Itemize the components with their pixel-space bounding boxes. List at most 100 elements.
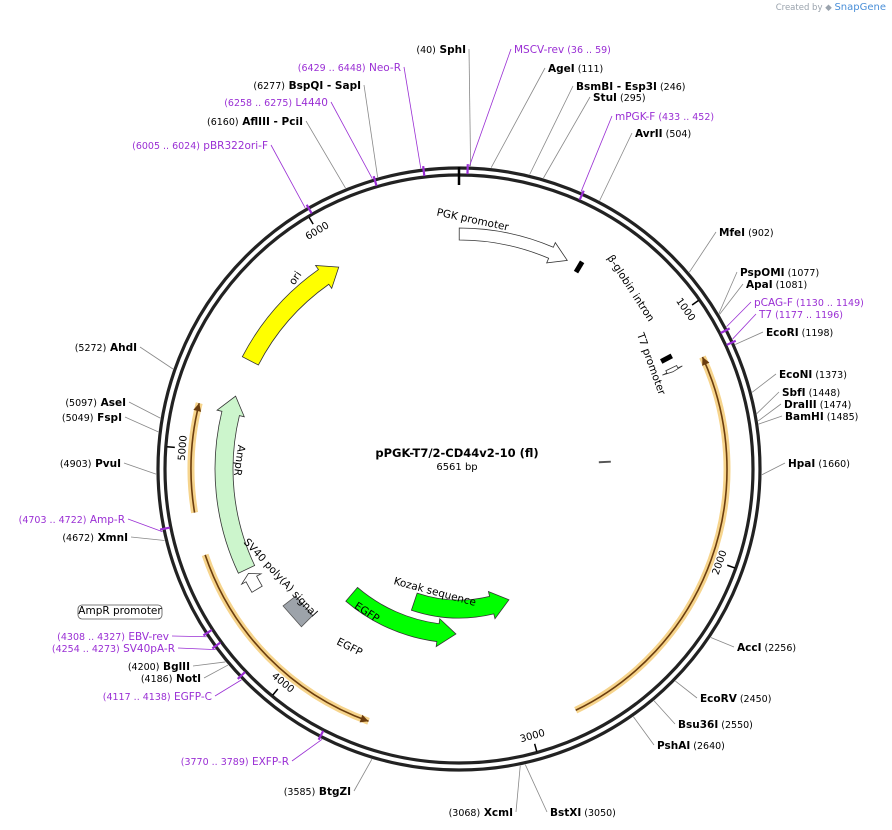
site-label-part: - SapI xyxy=(323,80,361,92)
site-label-31: (4672) XmnI xyxy=(62,532,128,544)
site-label-part: XcmI xyxy=(480,807,513,819)
orange-arc-line-0 xyxy=(575,356,728,711)
site-label-part: EcoNI xyxy=(779,369,812,381)
feature-promoter-0 xyxy=(458,227,568,264)
site-label-part: pCAG-F xyxy=(754,297,793,309)
site-label-part: MSCV-rev xyxy=(514,44,564,56)
site-leader-11 xyxy=(732,313,757,340)
tick-mark-3000 xyxy=(533,743,538,752)
intron-block-0 xyxy=(573,260,585,274)
site-label-40: (6277) BspQI - SapI xyxy=(253,80,361,92)
site-leader-25 xyxy=(291,738,323,762)
site-leader-12 xyxy=(735,331,764,345)
site-leader-22 xyxy=(524,764,548,813)
site-label-29: (4254 .. 4273) SV40pA-R xyxy=(52,643,175,655)
site-leader-39 xyxy=(330,101,373,179)
tick-mark-2000 xyxy=(726,564,736,569)
feature-cds-4 xyxy=(410,590,510,620)
site-label-part: AflIII xyxy=(239,116,270,128)
orange-arc-line-2 xyxy=(190,402,200,513)
site-label-part: (2450) xyxy=(737,694,772,705)
site-label-11: T7 (1177 .. 1196) xyxy=(758,309,843,321)
site-leader-14 xyxy=(756,391,780,414)
primer-mark-2 xyxy=(720,327,731,334)
tick-label-6000: 6000 xyxy=(304,220,331,242)
site-label-part: BspQI xyxy=(285,80,323,92)
site-label-part: (40) xyxy=(416,45,436,56)
site-label-part: (2256) xyxy=(761,643,796,654)
orange-arc-arrowhead-2 xyxy=(193,403,202,412)
site-label-part: (5272) xyxy=(75,343,107,354)
orange-arc-arrowhead-0 xyxy=(702,356,710,366)
credit-brand: SnapGene xyxy=(834,2,886,13)
site-label-part: EGFP-C xyxy=(171,691,212,703)
site-label-part: (3050) xyxy=(581,808,616,819)
site-label-part: MfeI xyxy=(719,227,745,239)
site-label-part: ApaI xyxy=(746,279,773,291)
site-label-part: (2640) xyxy=(690,741,725,752)
site-leader-34 xyxy=(124,416,159,433)
site-label-part: SbfI xyxy=(782,387,806,399)
primer-mark-5 xyxy=(236,671,246,680)
site-leader-6 xyxy=(599,132,633,201)
site-label-part: EcoRI xyxy=(766,327,799,339)
tick-label-3000: 3000 xyxy=(519,728,546,745)
site-label-part: AvrII xyxy=(635,128,663,140)
site-label-part: (295) xyxy=(617,93,646,104)
site-label-part: (4703 .. 4722) xyxy=(19,515,87,526)
site-leader-30 xyxy=(171,635,207,638)
orange-arc-line-1 xyxy=(204,554,369,723)
site-label-22: BstXI (3050) xyxy=(550,807,616,819)
site-leader-31 xyxy=(130,536,165,541)
site-leader-1 xyxy=(469,48,512,167)
site-label-10: pCAG-F (1130 .. 1149) xyxy=(754,297,864,309)
site-label-28: (4200) BglII xyxy=(128,661,190,673)
site-label-2: AgeI (111) xyxy=(548,63,603,75)
polyA-box xyxy=(282,595,314,628)
primer-mark-11 xyxy=(422,165,426,177)
site-label-0: (40) SphI xyxy=(416,44,466,56)
primer-mark-6 xyxy=(211,641,222,650)
site-label-37: (6005 .. 6024) pBR322ori-F xyxy=(132,140,268,152)
site-label-part: (3585) xyxy=(284,787,316,798)
site-label-part: EcoRV xyxy=(700,693,738,705)
site-leader-13 xyxy=(751,373,777,393)
feature-label-5: EGFP xyxy=(335,636,365,659)
site-label-part: L4440 xyxy=(292,97,328,109)
site-label-25: (3770 .. 3789) EXFP-R xyxy=(181,756,289,768)
site-label-part: EBV-rev xyxy=(125,631,169,643)
primer-mark-4 xyxy=(317,730,325,741)
site-label-36: (5272) AhdI xyxy=(75,342,137,354)
site-label-34: (5049) FspI xyxy=(62,412,122,424)
site-label-part: BstXI xyxy=(550,807,581,819)
site-leader-8 xyxy=(718,271,738,314)
kozak-mark xyxy=(598,460,611,464)
site-label-19: EcoRV (2450) xyxy=(700,693,771,705)
site-leader-7 xyxy=(689,231,717,273)
site-label-part: AhdI xyxy=(106,342,137,354)
plasmid-backbone xyxy=(156,166,762,772)
site-label-part: (1081) xyxy=(773,280,808,291)
site-leader-15 xyxy=(757,403,782,422)
site-label-part: AgeI xyxy=(548,63,575,75)
site-label-part: mPGK-F xyxy=(615,111,655,123)
site-leader-40 xyxy=(363,84,378,178)
tick-mark-1000 xyxy=(691,299,700,306)
site-label-part: (6160) xyxy=(207,117,239,128)
site-leader-24 xyxy=(353,759,373,792)
snapgene-credit: Created by ◆ SnapGene xyxy=(776,2,886,13)
site-label-part: pBR322ori-F xyxy=(200,140,268,152)
site-label-part: BamHI xyxy=(785,411,824,423)
feature-promoter-7 xyxy=(240,573,263,593)
site-label-20: Bsu36I (2550) xyxy=(678,719,753,731)
site-label-part: XmnI xyxy=(94,532,128,544)
site-label-part: (433 .. 452) xyxy=(655,112,714,123)
site-label-1: MSCV-rev (36 .. 59) xyxy=(514,44,611,56)
site-label-part: Neo-R xyxy=(366,62,401,74)
site-label-part: (246) xyxy=(657,82,686,93)
site-leader-18 xyxy=(710,637,735,648)
tick-label-1000: 1000 xyxy=(673,296,697,323)
site-label-41: (6429 .. 6448) Neo-R xyxy=(298,62,401,74)
